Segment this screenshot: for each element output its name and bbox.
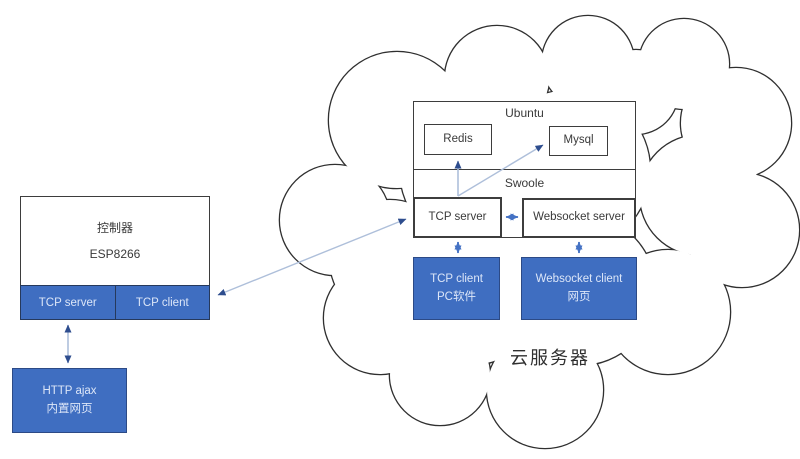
controller-box: 控制器 ESP8266 <box>20 196 210 285</box>
mysql-box: Mysql <box>549 126 608 156</box>
cloud-server-label: 云服务器 <box>510 348 590 368</box>
controller-tcp-server: TCP server <box>38 296 97 309</box>
ubuntu-label: Ubuntu <box>505 106 544 120</box>
arrow-espclient-cloudserver <box>217 218 407 296</box>
tcp-client-line2: PC软件 <box>437 290 476 303</box>
http-ajax-line2: 内置网页 <box>46 402 93 415</box>
controller-tcp-client: TCP client <box>114 286 210 319</box>
controller-port-row: TCP server TCP client <box>20 285 210 320</box>
http-ajax-box: HTTP ajax 内置网页 <box>12 368 127 433</box>
swoole-label: Swoole <box>504 176 545 190</box>
websocket-client-line2: 网页 <box>567 290 591 303</box>
http-ajax-line1: HTTP ajax <box>42 385 97 398</box>
tcp-client-line1: TCP client <box>430 273 483 286</box>
ubuntu-swoole-divider <box>413 169 636 170</box>
cloud-tcp-server-box: TCP server <box>413 197 502 238</box>
controller-subtitle: ESP8266 <box>89 247 141 261</box>
websocket-client-box: Websocket client 网页 <box>521 257 637 320</box>
websocket-server-box: Websocket server <box>522 198 636 238</box>
tcp-client-box: TCP client PC软件 <box>413 257 500 320</box>
websocket-client-line1: Websocket client <box>535 273 623 286</box>
controller-title: 控制器 <box>96 220 133 235</box>
redis-box: Redis <box>424 124 492 155</box>
